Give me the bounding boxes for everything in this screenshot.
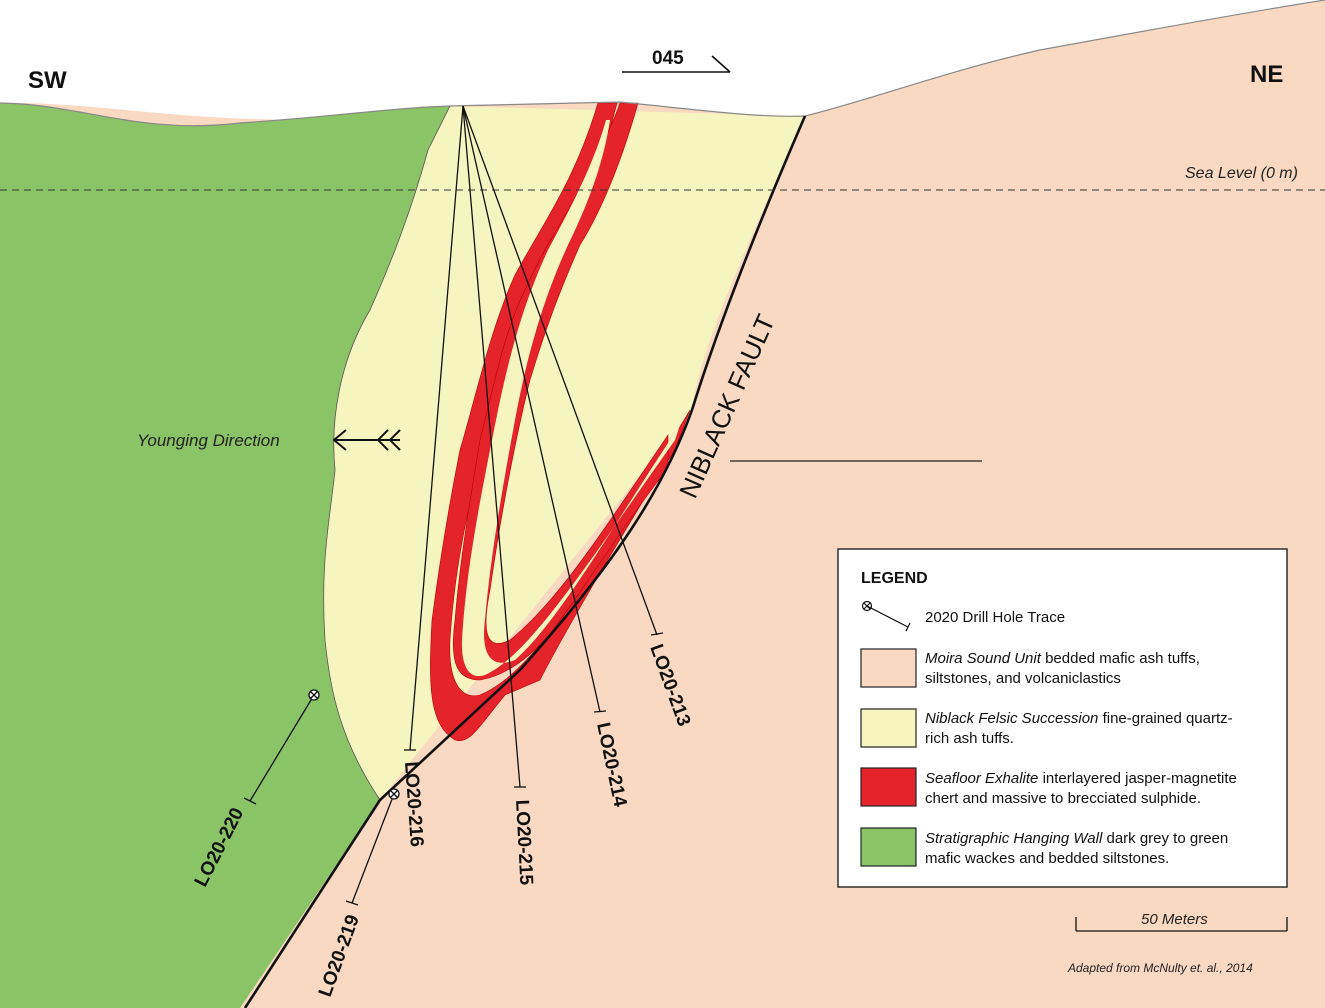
svg-text:mafic wackes and bedded siltst: mafic wackes and bedded siltstones. [925, 850, 1169, 867]
drill-trace-lo20-220 [249, 694, 315, 802]
azimuth-indicator: 045 [622, 48, 731, 73]
drill-trace-lo20-219 [351, 793, 395, 904]
legend: LEGEND 2020 Drill Hole Trace Moira Sound… [837, 548, 1288, 888]
svg-text:Seafloor Exhalite interlayered: Seafloor Exhalite interlayered jasper-ma… [925, 770, 1237, 787]
drill-trace-lo20-216 [409, 105, 464, 751]
drill-label-lo20-215: LO20-215 [511, 799, 536, 886]
legend-niblack-felsic: Niblack Felsic Succession fine-grained q… [860, 708, 1233, 748]
sea-level-label: Sea Level (0 m) [1185, 165, 1298, 182]
direction-sw: SW [28, 67, 67, 94]
exhalite-band-inner [452, 102, 669, 681]
scale-bar-label: 50 Meters [1141, 911, 1208, 928]
scale-bar: 50 Meters [1075, 911, 1288, 932]
svg-text:2020 Drill Hole Trace: 2020 Drill Hole Trace [925, 609, 1065, 626]
exhalite-interlayer [461, 120, 680, 677]
credit-text: Adapted from McNulty et. al., 2014 [1067, 961, 1253, 975]
legend-drill-trace: 2020 Drill Hole Trace [861, 600, 1065, 632]
younging-label: Younging Direction [137, 431, 280, 450]
younging-direction-indicator: Younging Direction [137, 429, 401, 451]
topographic-surface [0, 0, 1325, 127]
legend-hanging-wall: Stratigraphic Hanging Wall dark grey to … [860, 827, 1228, 867]
azimuth-label: 045 [652, 48, 684, 69]
svg-text:chert and massive to brecciate: chert and massive to brecciated sulphide… [925, 790, 1201, 807]
legend-title: LEGEND [861, 570, 928, 587]
legend-moira-sound: Moira Sound Unit bedded mafic ash tuffs,… [860, 648, 1200, 688]
drill-collar-symbols [308, 689, 400, 800]
legend-seafloor-exhalite: Seafloor Exhalite interlayered jasper-ma… [860, 767, 1237, 807]
svg-text:rich ash tuffs.: rich ash tuffs. [925, 730, 1014, 747]
drill-trace-lo20-214 [462, 105, 601, 713]
svg-text:Stratigraphic Hanging Wall dar: Stratigraphic Hanging Wall dark grey to … [925, 830, 1228, 847]
niblack-fault-line [243, 115, 807, 1008]
svg-text:siltstones, and volcaniclastic: siltstones, and volcaniclastics [925, 670, 1121, 687]
drill-trace-lo20-213 [462, 105, 658, 636]
drill-hole-traces [243, 105, 664, 906]
drill-trace-lo20-215 [462, 105, 521, 788]
svg-text:Niblack Felsic Succession fine: Niblack Felsic Succession fine-grained q… [925, 710, 1233, 727]
hanging-wall-area [0, 103, 450, 1008]
svg-text:Moira Sound Unit bedded mafic: Moira Sound Unit bedded mafic ash tuffs, [925, 650, 1200, 667]
direction-ne: NE [1250, 61, 1283, 88]
hanging-wall-contact [323, 105, 451, 801]
